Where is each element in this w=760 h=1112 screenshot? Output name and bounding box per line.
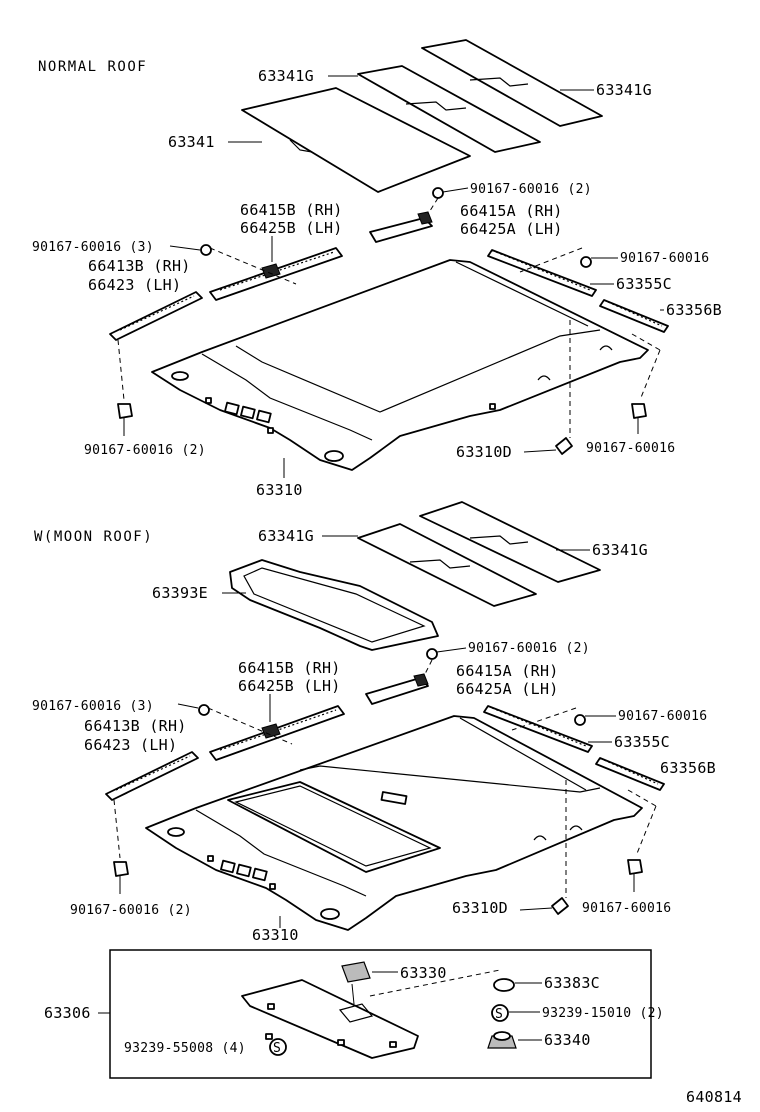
lamp-63330 [341, 961, 371, 983]
clip-63310d [551, 897, 569, 915]
label-63341g-upper: 63341G [258, 527, 314, 545]
assembly-frame [109, 949, 652, 1079]
console-panel [241, 979, 419, 1059]
label-63393e: 63393E [152, 584, 208, 602]
label-66425a: 66425A (LH) [460, 220, 563, 238]
label-66415b: 66415B (RH) [238, 659, 341, 677]
moon-roof-section: W(MOON ROOF) 63341G 63341G 63393E 90167-… [32, 501, 716, 944]
label-63310: 63310 [252, 926, 299, 944]
moonroof-opening [227, 781, 441, 873]
label-bolt-right: 90167-60016 [618, 709, 707, 724]
pad-fold-line-2 [405, 101, 467, 111]
pad-63341 [241, 87, 471, 193]
label-66423: 66423 (LH) [84, 736, 177, 754]
bolt-icon [426, 648, 438, 660]
label-bolt-top: 90167-60016 (2) [468, 641, 590, 656]
rail-63355c [483, 705, 593, 753]
console-assembly-section: 63306 63330 S 93239-55008 (4) 63383C S 9… [44, 949, 664, 1079]
bolt-icon [200, 244, 212, 256]
label-66415a: 66415A (RH) [460, 202, 563, 220]
label-63341g-right: 63341G [592, 541, 648, 559]
pad-63341g-right [421, 39, 603, 127]
label-63310d: 63310D [456, 443, 512, 461]
label-66425b: 66425B (LH) [238, 677, 341, 695]
headliner-63310 [151, 259, 649, 471]
seal-63393e [229, 559, 439, 651]
label-63356b: 63356B [660, 759, 716, 777]
normal-roof-title: NORMAL ROOF [38, 59, 147, 75]
label-63341g-upper: 63341G [258, 67, 314, 85]
label-66413b: 66413B (RH) [88, 257, 191, 275]
label-63341g-right: 63341G [596, 81, 652, 99]
bolt-icon [580, 256, 592, 268]
assist-handle-a [369, 217, 433, 243]
label-63341: 63341 [168, 133, 215, 151]
label-93239-55008: 93239-55008 (4) [124, 1041, 246, 1056]
roof-molding-66413b [109, 291, 203, 341]
label-bolt-bottom-left: 90167-60016 (2) [84, 443, 206, 458]
handle-b-clip [261, 263, 281, 279]
vent-slot [220, 859, 236, 874]
screw-icon [491, 1004, 509, 1022]
label-66425a: 66425A (LH) [456, 680, 559, 698]
label-66415b: 66415B (RH) [240, 201, 343, 219]
label-bolt-bottom-right: 90167-60016 [586, 441, 675, 456]
screw-mark-left: S [273, 1041, 281, 1056]
label-bolt-bottom-right: 90167-60016 [582, 901, 671, 916]
rail-63356b [595, 757, 665, 791]
clip-icon [113, 861, 129, 877]
handle-a-clip [417, 211, 433, 225]
clip-icon [117, 403, 133, 419]
label-bolt-top: 90167-60016 (2) [470, 182, 592, 197]
bolt-icon [198, 704, 210, 716]
label-63356b: 63356B [666, 301, 722, 319]
clip-63310d [555, 437, 573, 455]
pad-63341g-upper [357, 65, 541, 153]
rail-63355c [487, 249, 597, 297]
roof-molding-66413b [105, 751, 199, 801]
label-63340: 63340 [544, 1031, 591, 1049]
bolt-icon [432, 187, 444, 199]
bolt-icon [574, 714, 586, 726]
pad-63341g-right [419, 501, 601, 583]
assist-handle-a [365, 677, 429, 705]
label-bolt-left: 90167-60016 (3) [32, 240, 154, 255]
rail-63356b [599, 299, 669, 333]
label-66415a: 66415A (RH) [456, 662, 559, 680]
label-63330: 63330 [400, 964, 447, 982]
screw-icon [269, 1038, 287, 1056]
headliner-63310 [145, 715, 643, 931]
clip-icon [631, 403, 647, 419]
moon-roof-title: W(MOON ROOF) [34, 529, 153, 545]
label-63355c: 63355C [614, 733, 670, 751]
label-66423: 66423 (LH) [88, 276, 181, 294]
screw-mark-right: S [495, 1007, 503, 1022]
label-bolt-right: 90167-60016 [620, 251, 709, 266]
label-63355c: 63355C [616, 275, 672, 293]
label-bolt-left: 90167-60016 (3) [32, 699, 154, 714]
diagram-code: 640814 [686, 1088, 742, 1106]
label-63310: 63310 [256, 481, 303, 499]
normal-roof-section: NORMAL ROOF 63341G 63341G 63341 90167-60… [32, 39, 722, 499]
vent-slot [224, 401, 240, 416]
cap-63383c [493, 978, 515, 992]
pad-fold-line [469, 77, 529, 87]
clip-icon [627, 859, 643, 875]
label-63306: 63306 [44, 1004, 91, 1022]
label-63310d: 63310D [452, 899, 508, 917]
label-63383c: 63383C [544, 974, 600, 992]
label-bolt-bottom-left: 90167-60016 (2) [70, 903, 192, 918]
label-93239-15010: 93239-15010 (2) [542, 1006, 664, 1021]
pad-fold-line-3 [289, 139, 313, 153]
label-66425b: 66425B (LH) [240, 219, 343, 237]
label-66413b: 66413B (RH) [84, 717, 187, 735]
